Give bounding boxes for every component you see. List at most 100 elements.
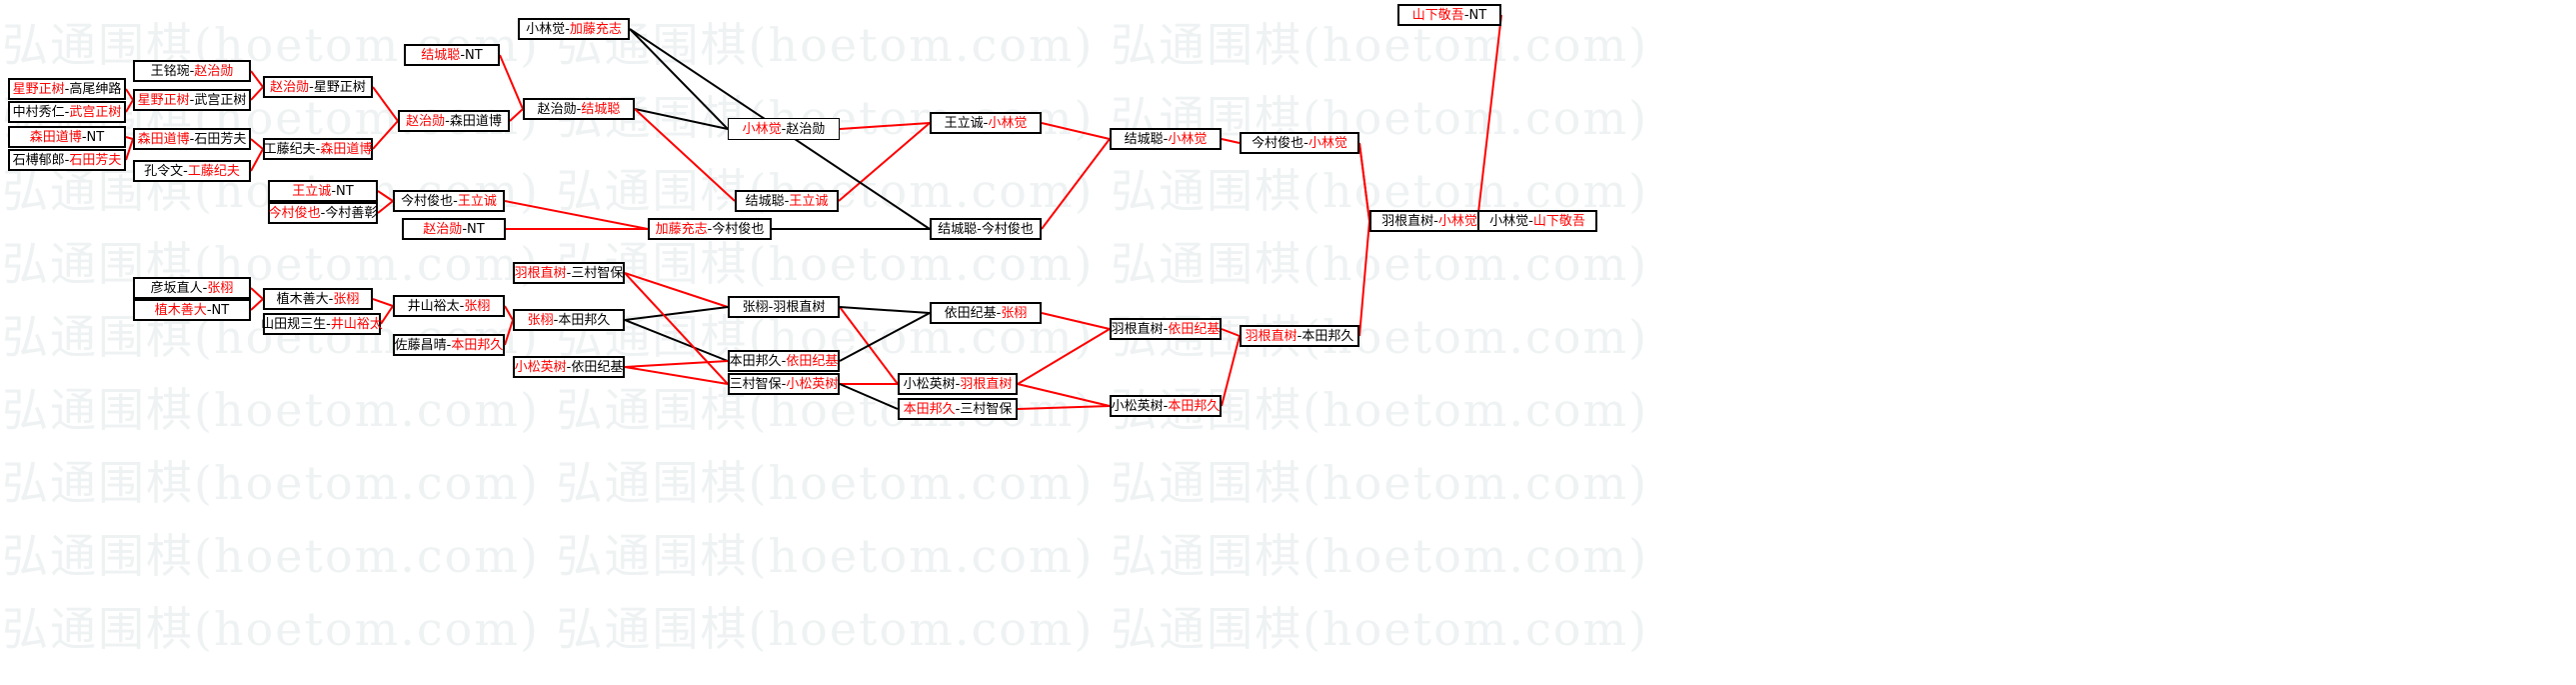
match-node[interactable]: 羽根直树-三村智保 — [513, 262, 625, 284]
player-right: 本田邦久 — [1168, 398, 1221, 414]
bracket-edge — [624, 319, 729, 362]
watermark-text: 弘通围棋(hoetom.com) 弘通围棋(hoetom.com) 弘通围棋(h… — [2, 456, 1649, 510]
player-left: 张栩 — [527, 312, 554, 328]
match-node[interactable]: 王立诚-NT — [268, 180, 378, 202]
match-node[interactable]: 加藤充志-今村俊也 — [648, 218, 772, 240]
player-left: 今村俊也 — [268, 205, 321, 221]
player-left: 星野正树 — [137, 92, 190, 108]
player-left: 结城聪 — [421, 47, 461, 63]
player-left: 赵治勋 — [423, 221, 463, 237]
player-separator: - — [64, 81, 70, 97]
match-node[interactable]: 王铭琬-赵治勋 — [133, 60, 251, 82]
match-node[interactable]: 张栩-本田邦久 — [513, 309, 625, 331]
player-right: 森田道博 — [320, 141, 373, 157]
watermark-text: 弘通围棋(hoetom.com) 弘通围棋(hoetom.com) 弘通围棋(h… — [2, 529, 1649, 583]
player-left: 羽根直树 — [1111, 321, 1164, 337]
player-left: 井山裕太 — [407, 298, 460, 314]
match-node[interactable]: 依田纪基-张栩 — [930, 302, 1042, 324]
bracket-edge — [125, 99, 134, 113]
player-right: NT — [211, 302, 230, 318]
match-node[interactable]: 星野正树-武宫正树 — [133, 89, 251, 111]
match-node[interactable]: 森田道博-石田芳夫 — [133, 128, 251, 150]
match-node[interactable]: 山下敬吾-NT — [1397, 4, 1501, 26]
player-separator: - — [445, 113, 450, 129]
player-separator: - — [768, 299, 774, 315]
player-separator: - — [565, 21, 570, 37]
match-node[interactable]: 彦坂直人-张栩 — [133, 277, 251, 299]
match-node[interactable]: 小松英树-依田纪基 — [513, 356, 625, 378]
match-node[interactable]: 星野正树-高尾绅路 — [8, 78, 126, 100]
match-node[interactable]: 森田道博-NT — [8, 126, 126, 148]
match-node[interactable]: 小林觉-加藤充志 — [518, 18, 630, 40]
match-node[interactable]: 本田邦久-三村智保 — [898, 398, 1018, 420]
bracket-edge — [1358, 142, 1370, 222]
match-node[interactable]: 植木善大-NT — [133, 299, 251, 321]
bracket-edge — [509, 108, 524, 122]
match-node[interactable]: 结城聪-今村俊也 — [930, 218, 1042, 240]
player-right: NT — [1468, 7, 1487, 23]
player-right: 依田纪基 — [786, 353, 839, 369]
match-node[interactable]: 今村俊也-王立诚 — [393, 190, 505, 212]
player-separator: - — [309, 79, 314, 95]
bracket-edge — [372, 86, 399, 122]
match-node[interactable]: 今村俊也-小林觉 — [1240, 132, 1359, 154]
match-node[interactable]: 中村秀仁-武宫正树 — [8, 101, 126, 123]
player-right: 依田纪基 — [1168, 321, 1221, 337]
player-separator: - — [189, 131, 195, 147]
player-right: 本田邦久 — [1301, 328, 1354, 344]
bracket-edge — [250, 148, 264, 172]
match-node[interactable]: 羽根直树-依田纪基 — [1110, 318, 1222, 340]
match-node[interactable]: 张栩-羽根直树 — [728, 296, 840, 318]
match-node[interactable]: 羽根直树-本田邦久 — [1240, 325, 1359, 347]
match-node[interactable]: 井山裕太-张栩 — [393, 295, 505, 317]
player-separator: - — [189, 63, 195, 79]
player-left: 加藤充志 — [655, 221, 708, 237]
player-separator: - — [996, 305, 1002, 321]
player-left: 小松英树 — [1111, 398, 1164, 414]
match-node[interactable]: 王立诚-小林觉 — [930, 112, 1042, 134]
player-right: 结城聪 — [581, 101, 621, 117]
player-separator: - — [315, 141, 321, 157]
player-left: 小林觉 — [742, 121, 782, 137]
match-node[interactable]: 工藤纪夫-森田道博 — [263, 138, 373, 160]
player-left: 结城聪 — [938, 221, 978, 237]
match-node[interactable]: 今村俊也-今村善彰 — [268, 202, 378, 224]
match-node[interactable]: 山田规三生-井山裕太 — [261, 313, 383, 335]
bracket-edge — [1221, 335, 1241, 407]
match-node[interactable]: 赵治勋-结城聪 — [523, 98, 635, 120]
match-node[interactable]: 石榑郁郎-石田芳夫 — [8, 149, 126, 171]
match-node[interactable]: 小林觉-山下敬吾 — [1477, 210, 1597, 232]
match-node[interactable]: 结城聪-NT — [404, 44, 500, 66]
player-separator: - — [459, 298, 465, 314]
match-node[interactable]: 小松英树-羽根直树 — [898, 373, 1018, 395]
match-node[interactable]: 羽根直树-小林觉 — [1369, 210, 1489, 232]
player-right: 张栩 — [333, 291, 360, 307]
player-right: 张栩 — [207, 280, 234, 296]
player-right: 小林觉 — [1168, 131, 1208, 147]
match-node[interactable]: 佐藤昌晴-本田邦久 — [393, 334, 505, 356]
match-node[interactable]: 三村智保-小松英树 — [728, 373, 840, 395]
player-left: 小松英树 — [903, 376, 956, 392]
player-left: 赵治勋 — [537, 101, 577, 117]
player-left: 山下敬吾 — [1411, 7, 1464, 23]
match-node[interactable]: 小松英树-本田邦久 — [1110, 395, 1222, 417]
bracket-edge — [250, 70, 264, 88]
match-node[interactable]: 结城聪-王立诚 — [735, 190, 839, 212]
match-node[interactable]: 结城聪-小林觉 — [1110, 128, 1222, 150]
bracket-edge — [504, 200, 649, 230]
player-right: 武宫正树 — [69, 104, 122, 120]
match-node[interactable]: 赵治勋-星野正树 — [263, 76, 373, 98]
match-node[interactable]: 小林觉-赵治勋 — [728, 118, 840, 140]
match-node[interactable]: 赵治勋-NT — [402, 218, 506, 240]
match-node[interactable]: 孔令文-工藤纪夫 — [133, 160, 251, 182]
match-node[interactable]: 赵治勋-森田道博 — [398, 110, 510, 132]
player-left: 植木善大 — [154, 302, 207, 318]
player-right: 依田纪基 — [571, 359, 624, 375]
player-left: 今村俊也 — [1252, 135, 1304, 151]
bracket-edge — [125, 88, 134, 101]
match-node[interactable]: 植木善大-张栩 — [263, 288, 373, 310]
player-right: NT — [465, 47, 483, 63]
match-node[interactable]: 本田邦久-依田纪基 — [728, 350, 840, 372]
player-right: 加藤充志 — [569, 21, 622, 37]
